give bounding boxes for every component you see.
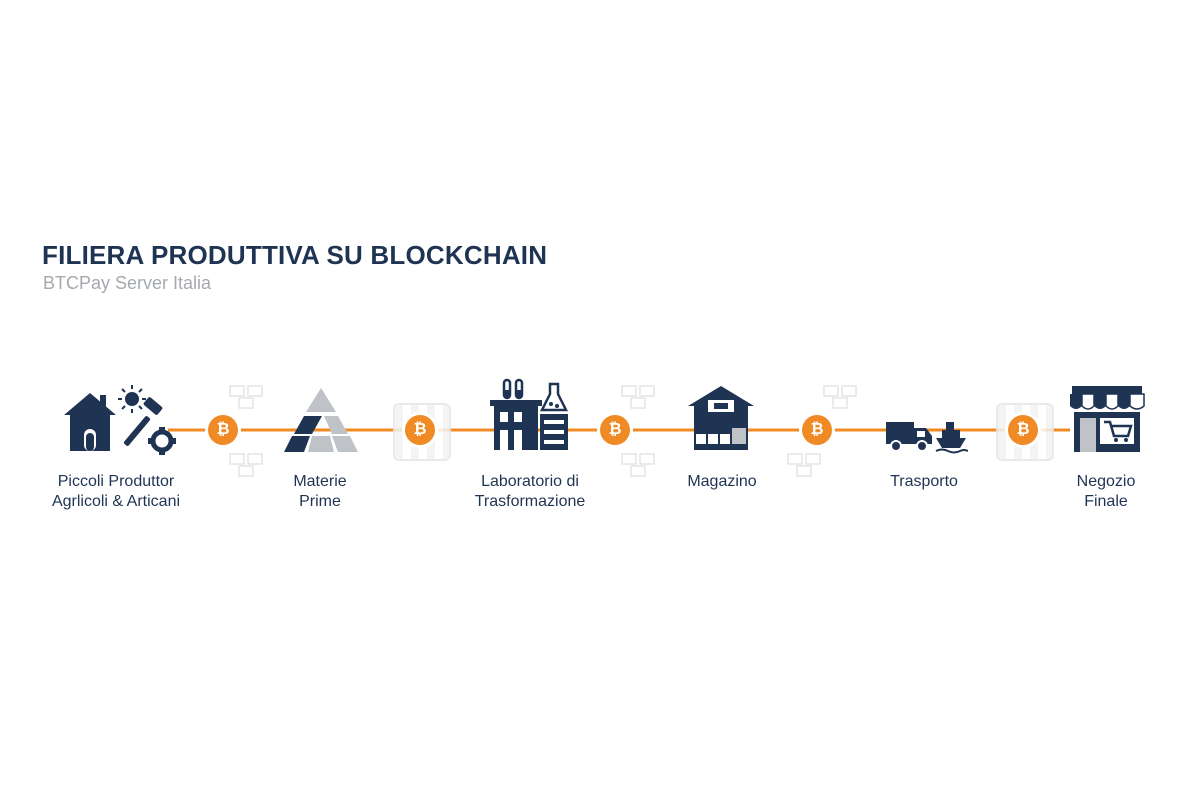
raw-materials-icon [284, 388, 358, 452]
page-subtitle: BTCPay Server Italia [43, 273, 212, 293]
bitcoin-coin-icon: ₿ [802, 415, 832, 445]
shop-cart-icon [1070, 386, 1145, 452]
ghost-block-icon [229, 453, 263, 477]
stage-label-producers: Piccoli Produttor Agrlicoli & Articani [51, 473, 181, 510]
ghost-block-icon [787, 453, 821, 477]
bitcoin-coin-icon: ₿ [1008, 415, 1038, 445]
stage-label-warehouse: Magazino [687, 473, 757, 490]
warehouse-icon [688, 386, 754, 450]
blockchain-block-tile [393, 403, 451, 461]
stage-label-laboratory: Laboratorio di Trasformazione [474, 473, 586, 510]
truck-ship-icon [886, 422, 968, 454]
ghost-block-icon [621, 385, 655, 409]
ghost-block-icon [229, 385, 263, 409]
laboratory-factory-icon [490, 378, 569, 450]
stage-label-raw-materials: Materie Prime [293, 473, 347, 510]
bitcoin-coin-icon: ₿ [208, 415, 238, 445]
ghost-block-icon [823, 385, 857, 409]
bitcoin-coin-icon: ₿ [405, 415, 435, 445]
stage-label-shop: Negozio Finale [1076, 473, 1136, 510]
farm-tools-icon [64, 385, 176, 455]
page-title: FILIERA PRODUTTIVA SU BLOCKCHAIN [42, 240, 548, 270]
ghost-block-icon [621, 453, 655, 477]
bitcoin-coin-icon: ₿ [600, 415, 630, 445]
stage-label-transport: Trasporto [890, 473, 958, 490]
